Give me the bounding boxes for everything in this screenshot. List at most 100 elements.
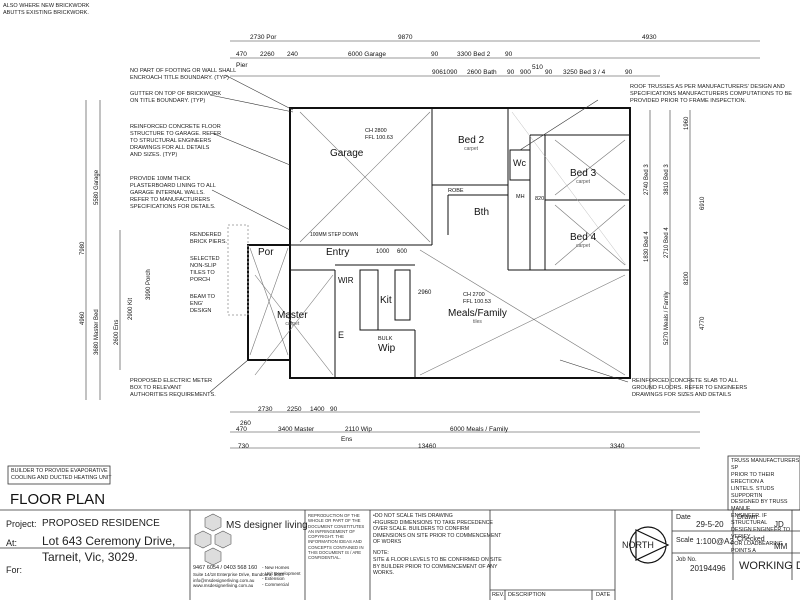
- dim-90-b: 90: [505, 51, 513, 58]
- note-footing: NO PART OF FOOTING OR WALL SHALL ENCROAC…: [130, 68, 237, 81]
- dim-bottom-90: 90: [330, 406, 338, 413]
- label-step-down: 100MM STEP DOWN: [310, 232, 359, 238]
- dim-top-2730: 2730 Por: [250, 34, 277, 41]
- room-kitchen: Kit: [380, 295, 392, 306]
- company-phone: 9467 6054 / 0403 568 160: [193, 565, 258, 571]
- drawn-value: JD: [774, 520, 784, 529]
- dim-bottom-1400: 1400: [310, 406, 325, 413]
- note-slab-garage: REINFORCED CONCRETE FLOOR STRUCTURE TO G…: [130, 124, 222, 158]
- dim-bottom-470: 470: [236, 426, 247, 433]
- company-name: MS designer living: [226, 520, 308, 531]
- label-2960: 2960: [418, 290, 432, 296]
- room-garage: Garage: [330, 148, 364, 159]
- address-line1: Lot 643 Ceremony Drive,: [42, 534, 176, 548]
- outer-wall: [289, 107, 631, 379]
- address-line2: Tarneit, Vic, 3029.: [42, 550, 138, 564]
- boundary-note: ALSO WHERE NEW BRICKWORK ABUTTS EXISTING…: [3, 3, 90, 16]
- dim-240: 240: [287, 51, 298, 58]
- label-ch2700: CH 2700: [463, 292, 485, 298]
- company-address: Suite 14/18 Enterprise Drive, Bundoora, …: [193, 572, 284, 588]
- room-wip: Wip: [378, 343, 396, 354]
- dim-right-1960: 1960: [684, 116, 690, 130]
- label-820: 820: [535, 196, 545, 202]
- room-wc: Wc: [513, 158, 526, 168]
- label-mh: MH: [516, 194, 525, 200]
- label-600: 600: [397, 249, 408, 255]
- at-label: At:: [6, 538, 18, 548]
- north-arrow-icon: [629, 526, 670, 564]
- note-brick-piers: RENDERED BRICK PIERS.: [190, 232, 227, 245]
- checked-value: MM: [774, 542, 788, 551]
- note-truss-manufacturers: TRUSS MANUFACTURERS SP PRIOR TO THEIR ER…: [731, 458, 800, 554]
- dim-right-1830: 1830 Bed 4: [644, 231, 650, 262]
- note-gutter: GUTTER ON TOP OF BRICKWORK ON TITLE BOUN…: [130, 91, 222, 104]
- note-plasterboard: PROVIDE 10mm THICK PLASTERBOARD LINING T…: [130, 176, 216, 210]
- date-column: DATE: [596, 592, 611, 598]
- north-label: NORTH: [622, 540, 654, 550]
- note-roof-trusses: ROOF TRUSSES AS PER MANUFACTURERS' DESIG…: [630, 84, 793, 104]
- dim-510: 510: [532, 64, 543, 71]
- site-levels-note: SITE & FLOOR LEVELS TO BE CONFIRMED ON S…: [373, 557, 502, 576]
- dim-right-4770: 4770: [700, 316, 706, 330]
- dim-9061090: 9061090: [432, 69, 458, 76]
- dim-bottom-260: 260: [240, 420, 251, 427]
- date-value: 29-5-20: [696, 520, 724, 529]
- dim-right-8200: 8200: [684, 271, 690, 285]
- room-porch: Por: [258, 247, 274, 258]
- dim-3300-bed2: 3300 Bed 2: [457, 51, 491, 58]
- room-wir: WIR: [338, 276, 354, 285]
- jobno-value: 20194496: [690, 564, 726, 573]
- dim-bottom-3340: 3340: [610, 443, 625, 450]
- room-bath: Bth: [474, 207, 490, 218]
- pier-label: Pier: [236, 62, 248, 69]
- dim-90: 90: [431, 51, 439, 58]
- dim-bottom-6000: 6000 Meals / Family: [450, 426, 509, 433]
- dim-left-5580: 5580 Garage: [94, 169, 100, 205]
- dim-90-d: 90: [545, 69, 553, 76]
- for-label: For:: [6, 565, 23, 575]
- note-beam: BEAM TO ENG' DESIGN: [190, 294, 215, 314]
- room-entry: Entry: [326, 247, 350, 258]
- note-rc-slab: REINFORCED CONCRETE SLAB TO ALL GROUND F…: [632, 378, 748, 398]
- dim-2260: 2260: [260, 51, 275, 58]
- dim-right-6910: 6910: [700, 196, 706, 210]
- dim-bottom-3400: 3400 Master: [278, 426, 315, 433]
- date-label: Date: [676, 514, 691, 521]
- dim-right-2710: 2710 Bed 4: [664, 227, 670, 258]
- working-drawing-label: WORKING D: [739, 560, 800, 572]
- note-meter-box: PROPOSED ELECTRIC METER BOX TO RELEVANT …: [130, 378, 216, 398]
- copyright-notice: REPRODUCTION OF THE WHOLE OR PART OF THE…: [308, 513, 365, 561]
- dim-2600-bath: 2600 Bath: [467, 69, 497, 76]
- project-label: Project:: [6, 519, 37, 529]
- dim-6000-garage: 6000 Garage: [348, 51, 386, 58]
- dim-bottom-730: 730: [238, 443, 249, 450]
- scale-value: 1:100@A3: [696, 537, 734, 546]
- label-robe: ROBE: [448, 188, 464, 194]
- project-value: PROPOSED RESIDENCE: [42, 518, 160, 529]
- dim-90-e: 90: [625, 69, 633, 76]
- dim-left-4960: 4960: [80, 311, 86, 325]
- label-ffl-meals: FFL 100.53: [463, 299, 491, 305]
- dim-right-5270: 5270 Meals / Family: [664, 291, 670, 345]
- dim-90-c: 90: [507, 69, 515, 76]
- note-evaporative: BUILDER TO PROVIDE EVAPORATIVE COOLING A…: [11, 468, 112, 481]
- label-ch2800: CH 2800: [365, 128, 387, 134]
- dim-left-3990: 3990 Porch: [146, 269, 152, 300]
- dim-470: 470: [236, 51, 247, 58]
- company-logo-icon: [194, 513, 232, 566]
- room-ensuite: E: [338, 330, 345, 340]
- jobno-label: Job No.: [676, 557, 697, 563]
- note-label: NOTE:: [373, 550, 389, 556]
- dim-right-3810: 3810 Bed 3: [664, 164, 670, 195]
- dim-left-2600: 2600 Ens: [114, 319, 120, 345]
- dim-top-4930: 4930: [642, 34, 657, 41]
- dim-bottom-2730: 2730: [258, 406, 273, 413]
- dim-bottom-2250: 2250: [287, 406, 302, 413]
- dim-top-9870: 9870: [398, 34, 413, 41]
- do-not-scale-note: •DO NOT SCALE THIS DRAWING •FIGURED DIME…: [373, 513, 502, 545]
